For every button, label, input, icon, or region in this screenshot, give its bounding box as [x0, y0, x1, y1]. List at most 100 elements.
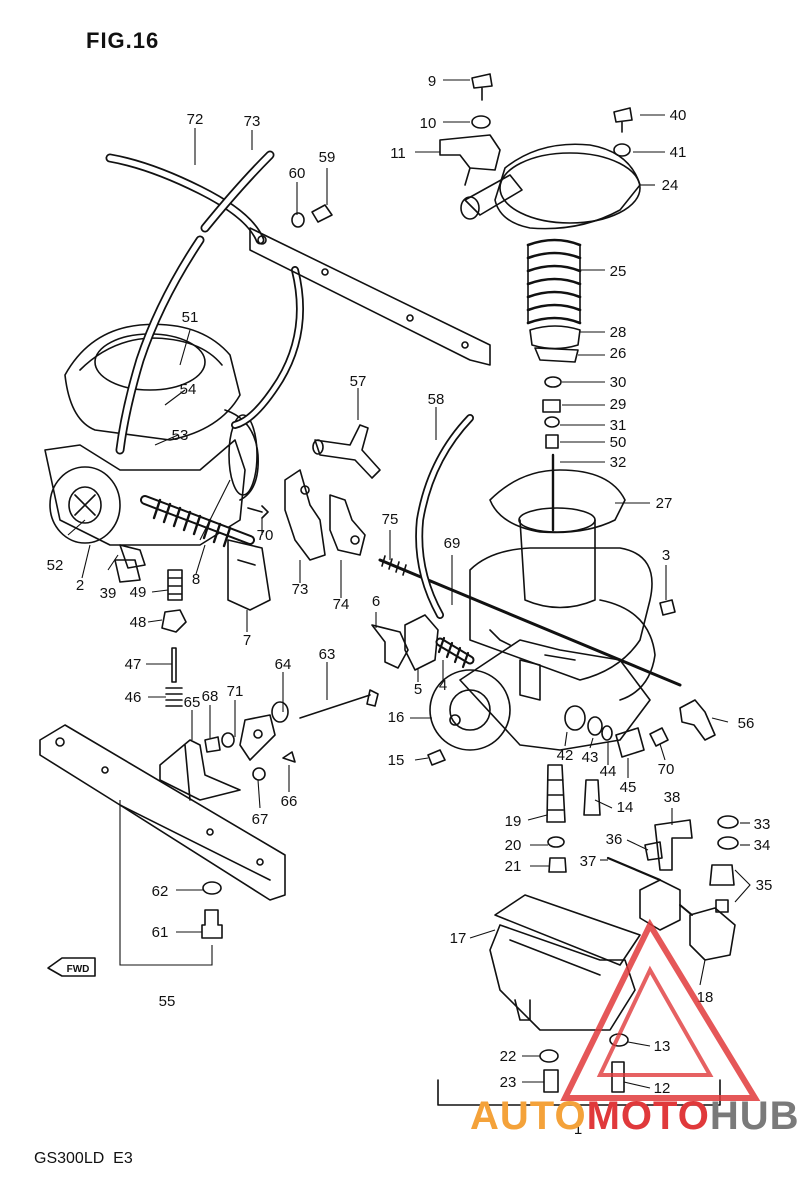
callout-15: 15 — [388, 752, 405, 769]
callout-69: 69 — [444, 535, 461, 552]
plate-74 — [284, 469, 326, 561]
leader-lines — [67, 79, 751, 1089]
screw-36 — [644, 841, 663, 861]
figure-title: FIG.16 — [86, 28, 160, 53]
seat-26 — [534, 347, 579, 363]
bolt-61 — [201, 909, 223, 939]
callout-52: 52 — [47, 557, 64, 574]
callout-19: 19 — [505, 813, 522, 830]
stay-bracket-55 — [39, 724, 286, 901]
screw-12 — [611, 1061, 625, 1093]
callout-67: 67 — [252, 811, 269, 828]
watermark-logo — [560, 918, 761, 1101]
callout-7: 7 — [243, 632, 251, 649]
callout-28: 28 — [610, 324, 627, 341]
callout-50: 50 — [610, 434, 627, 451]
nut-68 — [204, 736, 221, 753]
callout-55: 55 — [159, 993, 176, 1010]
top-cap-24 — [460, 143, 641, 230]
callout-64: 64 — [275, 656, 292, 673]
callout-42: 42 — [557, 747, 574, 764]
washer-67 — [252, 767, 266, 781]
callout-60: 60 — [289, 165, 306, 182]
callout-25: 25 — [610, 263, 627, 280]
callout-31: 31 — [610, 417, 627, 434]
jet-21 — [548, 857, 567, 873]
spring-8 — [140, 495, 255, 548]
assembly-bracket-line — [437, 1079, 721, 1106]
callout-45: 45 — [620, 779, 637, 796]
callout-12: 12 — [654, 1080, 671, 1097]
callout-73: 72 — [187, 111, 204, 128]
shaft-63 — [299, 689, 379, 719]
callout-3: 3 — [662, 547, 670, 564]
callout-29: 29 — [610, 396, 627, 413]
callout-22: 22 — [500, 1048, 517, 1065]
callout-40: 40 — [670, 107, 687, 124]
bracket-38 — [654, 819, 693, 871]
callout-37: 37 — [580, 853, 597, 870]
rod-37 — [606, 856, 662, 882]
callout-56: 56 — [738, 715, 755, 732]
callout-49: 49 — [130, 584, 147, 601]
callout-54: 54 — [180, 381, 197, 398]
part-6 — [371, 624, 409, 669]
callout-41: 41 — [670, 144, 687, 161]
jet-49 — [167, 569, 183, 601]
float-bowl-17 — [489, 894, 641, 1031]
callout-70-left: 70 — [257, 527, 274, 544]
lever-72-plate — [239, 714, 276, 761]
washer-22 — [539, 1049, 559, 1063]
callout-17: 17 — [450, 930, 467, 947]
rod-76 — [378, 558, 682, 687]
callout-76: 75 — [382, 511, 399, 528]
watermark-hub: HUB — [709, 1094, 800, 1138]
screw-70-right — [649, 727, 669, 747]
tee-fitting-57 — [312, 424, 381, 479]
clip-30 — [544, 376, 562, 388]
diaphragm-27 — [489, 469, 626, 609]
bracket-7 — [227, 539, 271, 611]
model-code: GS300LD E3 — [34, 1150, 133, 1167]
nut-48 — [161, 609, 187, 633]
callout-14: 14 — [617, 799, 634, 816]
callout-39: 39 — [100, 585, 117, 602]
jet-14 — [583, 779, 601, 816]
callout-47: 47 — [125, 656, 142, 673]
callout-43: 43 — [582, 749, 599, 766]
right-carburetor-body — [429, 547, 656, 751]
screw-70-left — [247, 505, 269, 519]
screw-40 — [613, 107, 633, 133]
washer-20 — [547, 836, 565, 848]
callout-9: 9 — [428, 73, 436, 90]
seat-28 — [529, 325, 581, 350]
washer-64 — [271, 701, 289, 723]
needle-47 — [171, 647, 177, 683]
watermark-auto: AUTO — [470, 1094, 587, 1138]
spring-4 — [435, 636, 475, 669]
spring-46 — [165, 687, 183, 707]
callout-62: 62 — [152, 883, 169, 900]
watermark-text: AUTOMOTOHUB — [470, 1094, 800, 1139]
plate-75 — [329, 494, 366, 556]
screw-23 — [543, 1069, 559, 1093]
washer-42 — [564, 705, 586, 731]
callout-6: 6 — [372, 593, 380, 610]
washer-10 — [471, 115, 491, 129]
callout-71: 73 — [244, 113, 261, 130]
callout-58: 58 — [428, 391, 445, 408]
callout-53: 53 — [172, 427, 189, 444]
callout-66: 66 — [281, 793, 298, 810]
callout-68: 68 — [202, 688, 219, 705]
part-39 — [119, 544, 146, 569]
washer-60 — [291, 212, 305, 228]
washer-41 — [613, 143, 631, 157]
callout-61: 61 — [152, 924, 169, 941]
callout-51: 51 — [182, 309, 199, 326]
callout-57: 57 — [350, 373, 367, 390]
float-18 — [639, 879, 736, 961]
callout-33: 33 — [754, 816, 771, 833]
callout-30: 30 — [610, 374, 627, 391]
jet-19 — [546, 764, 566, 823]
screw-15 — [427, 749, 446, 766]
